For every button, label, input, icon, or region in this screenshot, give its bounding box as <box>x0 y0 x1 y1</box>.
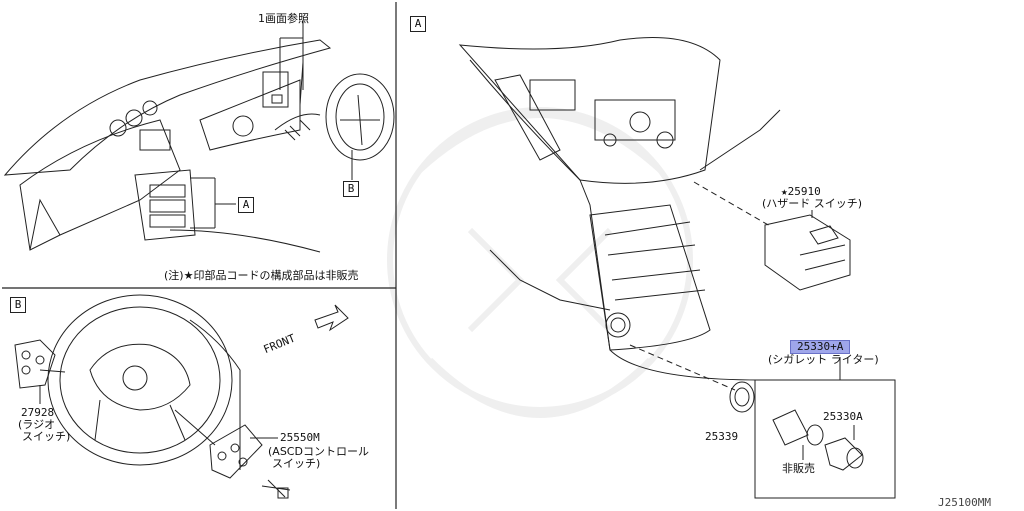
radio-switch-name-2: スイッチ) <box>22 430 71 443</box>
cigarette-lighter-code: 25330+A <box>790 340 851 354</box>
hazard-switch-name: (ハザード スイッチ) <box>762 197 863 210</box>
dashboard-overview <box>3 20 395 253</box>
not-for-sale-label: 非販売 <box>782 462 815 475</box>
part-25339: 25339 <box>705 430 739 443</box>
frame-label-b: B <box>10 297 26 313</box>
frame-lines <box>2 2 397 509</box>
part-25330a: 25330A <box>823 410 863 423</box>
console-detail <box>458 37 896 499</box>
cigarette-lighter-name: (シガレット ライター) <box>768 353 879 366</box>
radio-switch-code: 27928 <box>21 406 55 419</box>
callout-b: B <box>343 181 359 197</box>
drawing-number: J25100MM <box>938 496 991 509</box>
frame-label-a: A <box>410 16 426 32</box>
ref-note: 1画面参照 <box>258 12 309 25</box>
ascd-switch-name-2: スイッチ) <box>272 457 321 470</box>
steering-wheel-detail <box>14 294 349 499</box>
radio-switch-name-1: (ラジオ <box>18 418 56 431</box>
ascd-switch-code: 25550M <box>280 431 320 444</box>
watermark-emblem <box>387 107 693 418</box>
hazard-switch-code: ★25910 <box>781 185 821 198</box>
ascd-switch-name-1: (ASCDコントロール <box>268 445 369 458</box>
parts-note: (注)★印部品コードの構成部品は非販売 <box>164 269 359 282</box>
callout-a: A <box>238 197 254 213</box>
